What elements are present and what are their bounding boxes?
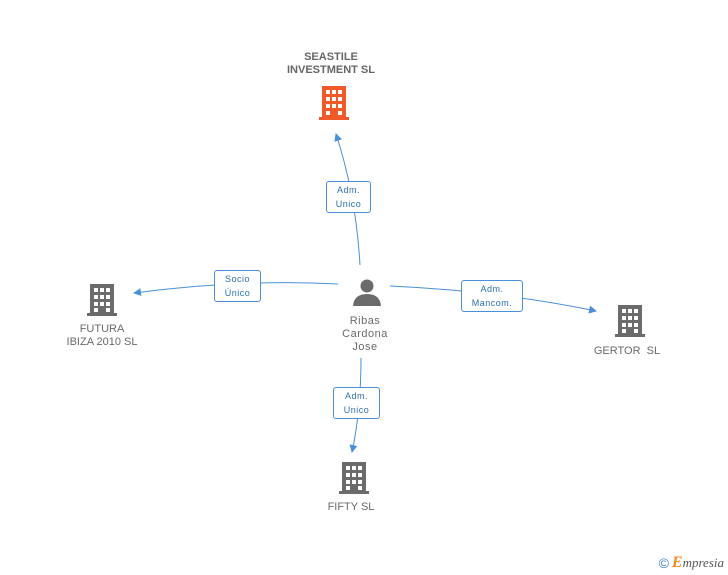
main-company-label[interactable]: SEASTILE INVESTMENT SL — [271, 51, 391, 77]
futura-name-line2: IBIZA 2010 SL — [66, 336, 138, 348]
fifty-label[interactable]: FIFTY SL — [311, 501, 391, 514]
edge-label-to-main-line1: Adm. — [336, 185, 360, 195]
edge-label-to-gertor[interactable]: Adm. Mancom. — [461, 280, 523, 312]
futura-name-line1: FUTURA — [79, 323, 125, 335]
gertor-building-icon[interactable] — [615, 305, 645, 337]
edge-label-to-gertor-line2: Mancom. — [471, 298, 513, 308]
edge-label-to-futura-line1: Socio — [224, 274, 250, 284]
futura-label[interactable]: FUTURA IBIZA 2010 SL — [42, 323, 162, 349]
person-name-line3: Jose — [352, 341, 378, 353]
main-company-name-line2: INVESTMENT SL — [286, 64, 375, 76]
edge-label-to-fifty-line2: Unico — [343, 405, 370, 415]
futura-building-icon[interactable] — [87, 284, 117, 316]
edge-label-to-main[interactable]: Adm. Unico — [326, 181, 371, 213]
brand-logo: Empresia — [671, 554, 724, 571]
person-name-line1: Ribas — [349, 315, 381, 327]
edge-label-to-gertor-line1: Adm. — [480, 284, 504, 294]
edge-label-to-main-line2: Unico — [335, 199, 362, 209]
edge-label-to-futura-line2: Único — [224, 288, 251, 298]
gertor-name-line1: GERTOR SL — [593, 345, 661, 357]
gertor-label[interactable]: GERTOR SL — [577, 345, 677, 358]
edge-label-to-futura[interactable]: Socio Único — [214, 270, 261, 302]
person-name-line2: Cardona — [342, 328, 388, 340]
main-company-name-line1: SEASTILE — [304, 51, 358, 63]
main-company-building-icon[interactable] — [319, 86, 349, 120]
fifty-building-icon[interactable] — [339, 462, 369, 494]
edge-label-to-fifty-line1: Adm. — [344, 391, 368, 401]
person-icon[interactable] — [353, 279, 381, 307]
fifty-name-line1: FIFTY SL — [327, 501, 375, 513]
copyright-icon: © — [658, 555, 669, 571]
footer-brand: © Empresia — [659, 554, 724, 572]
person-label[interactable]: Ribas Cardona Jose — [320, 315, 410, 354]
edge-label-to-fifty[interactable]: Adm. Unico — [333, 387, 380, 419]
